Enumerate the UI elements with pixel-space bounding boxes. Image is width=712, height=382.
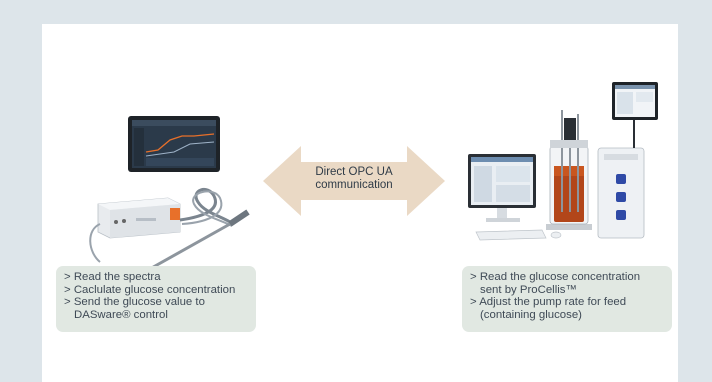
double-arrow-shape: [263, 146, 445, 216]
dasware-tasks-box: > Read the glucose concentration sent by…: [462, 266, 672, 332]
arrow-label-line2: communication: [315, 179, 393, 191]
procellis-analyzer-image: [89, 116, 250, 272]
double-arrow-polygon: [263, 146, 445, 216]
right-item-adjust-pump-cont: (containing glucose): [480, 308, 582, 321]
right-item-read-concentration: > Read the glucose concentration: [470, 271, 641, 283]
diagram-panel: Direct OPC UA communication: [42, 24, 678, 382]
right-item-adjust-pump: > Adjust the pump rate for feed: [470, 296, 627, 309]
bioreactor-workstation-image: [468, 82, 658, 241]
arrow-label-line1: Direct OPC UA: [315, 166, 393, 178]
left-item-send-value-cont: DASware® control: [74, 308, 168, 321]
left-item-read-spectra: > Read the spectra: [64, 271, 161, 283]
left-item-send-value: > Send the glucose value to: [64, 296, 205, 309]
opc-ua-double-arrow: Direct OPC UA communication: [263, 146, 445, 216]
procellis-tasks-box: > Read the spectra > Caclulate glucose c…: [56, 266, 256, 332]
left-item-calculate: > Caclulate glucose concentration: [64, 283, 236, 296]
arrow-label: Direct OPC UA communication: [263, 166, 445, 192]
right-item-read-concentration-cont: sent by ProCellis™: [480, 283, 577, 296]
